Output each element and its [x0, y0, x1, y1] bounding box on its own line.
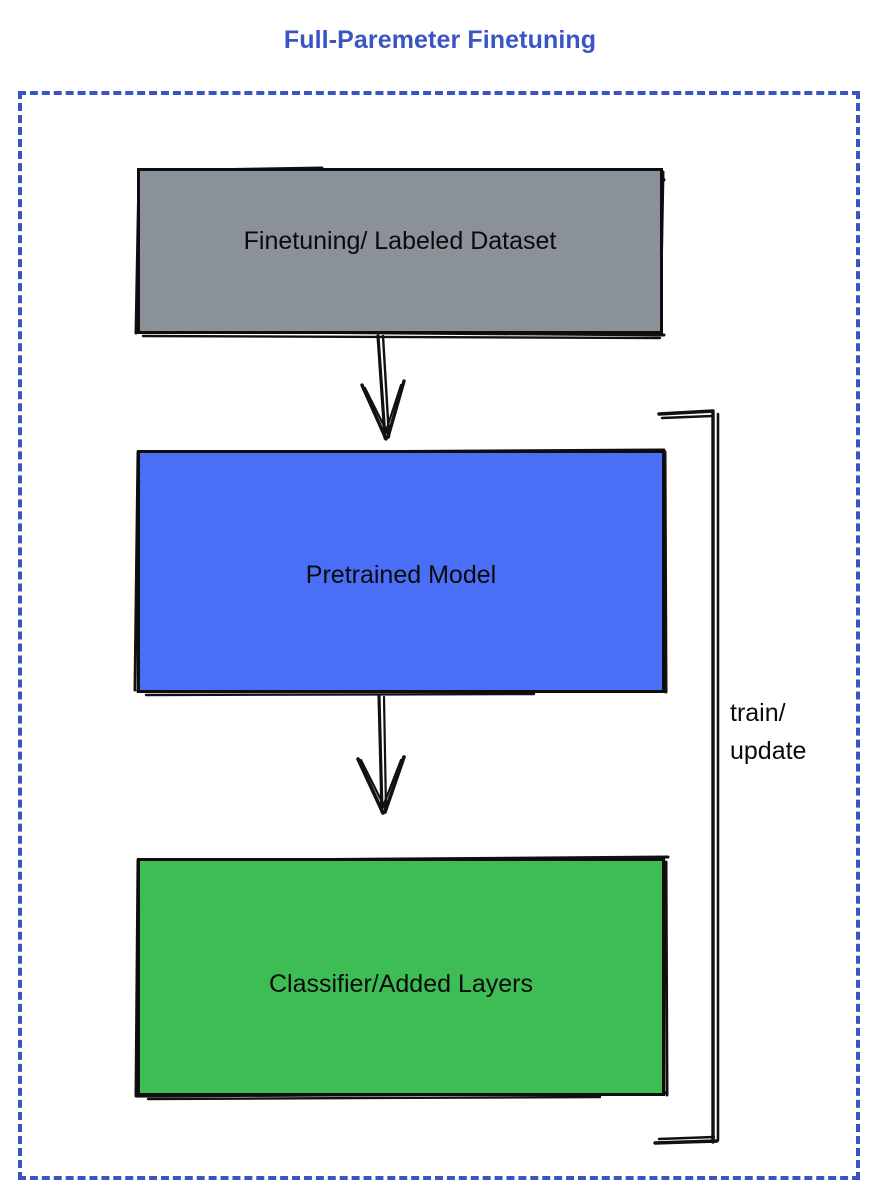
node-label-dataset: Finetuning/ Labeled Dataset	[243, 227, 557, 255]
node-pretrained-model[interactable]: Pretrained Model	[137, 450, 665, 693]
node-classifier-added-layers[interactable]: Classifier/Added Layers	[137, 858, 665, 1096]
dashed-region-border	[18, 91, 860, 1180]
node-finetuning-labeled-dataset[interactable]: Finetuning/ Labeled Dataset	[137, 168, 663, 334]
page-title: Full-Paremeter Finetuning	[283, 26, 597, 54]
edge-label-train-update: train/ update	[730, 699, 807, 765]
node-label-pretrained: Pretrained Model	[305, 561, 497, 589]
node-label-classifier: Classifier/Added Layers	[268, 970, 533, 998]
